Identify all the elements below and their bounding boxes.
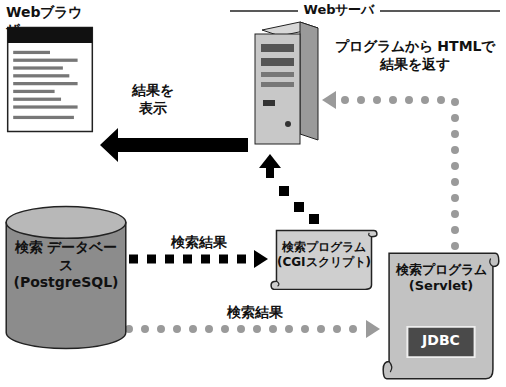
server-region-label: Webサーバ (298, 2, 380, 18)
data-flow-arrow (129, 320, 380, 338)
servlet-return-arrow (322, 91, 455, 246)
program-scroll: 検索プログラム (Servlet) JDBC (382, 248, 500, 380)
note-label: プログラムから HTMLで結果を返す (330, 38, 500, 73)
arrow-label: 結果を 表示 (128, 82, 178, 117)
edge-label: 検索結果 (227, 304, 283, 322)
cgi-return-arrow (259, 154, 319, 224)
edge-label: 検索結果 (171, 234, 227, 252)
node-text: 検索プログラム (CGIスクリプト) (270, 240, 378, 270)
database-cylinder: 検索 データベース (PostgreSQL) (5, 205, 127, 350)
data-flow-arrow (129, 250, 268, 268)
browser-heading: Webブラウザ (4, 4, 96, 39)
result-arrow (100, 128, 248, 162)
node-text: JDBC (406, 332, 476, 350)
program-scroll: 検索プログラム (CGIスクリプト) (270, 228, 378, 290)
browser-window: Webブラウザ (4, 4, 96, 134)
node-text: 検索プログラム (Servlet) (382, 262, 500, 295)
node-text: 検索 データベース (PostgreSQL) (5, 239, 127, 292)
jdbc-box: JDBC (406, 326, 476, 358)
server-icon (255, 22, 318, 144)
